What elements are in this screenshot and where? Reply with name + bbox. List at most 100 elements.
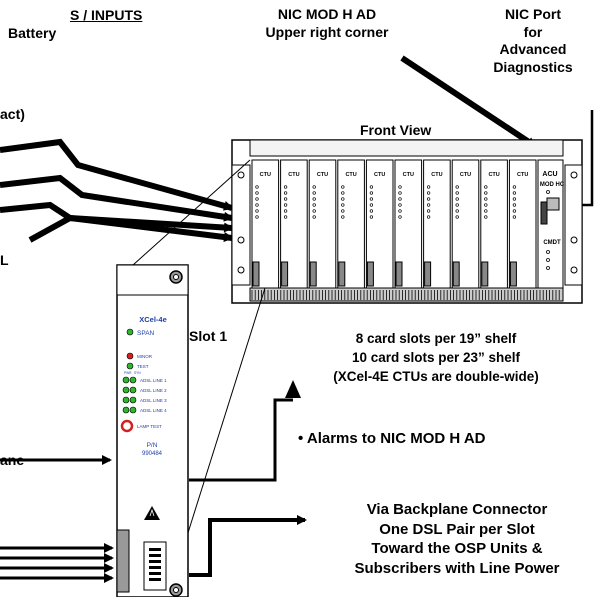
alarms-label: • Alarms to NIC MOD H AD [298, 430, 486, 447]
shelf-card-led [398, 191, 402, 195]
shelf-card-led [369, 185, 374, 189]
shelf-card-led [426, 215, 431, 219]
sync-label: SYN [134, 371, 141, 375]
shelf-card-led [255, 185, 259, 189]
shelf-card-handle [338, 261, 346, 287]
shelf-card-led [484, 209, 488, 213]
adsl-led [129, 386, 137, 394]
shelf-card-led [369, 215, 374, 219]
card-jack-pin [149, 566, 161, 569]
cmdt-label: CMDT [543, 240, 561, 246]
shelf-card-led [455, 197, 459, 201]
nic-port-line3: Advanced [499, 41, 567, 57]
notes-line3: (XCel-4E CTUs are double-wide) [333, 368, 539, 384]
shelf-card-led [341, 191, 345, 195]
adsl-line-label: ADSL LINE 3 [140, 398, 167, 403]
shelf-card-led [484, 203, 488, 207]
shelf-card-led [341, 185, 345, 189]
shelf-card-handle [252, 261, 260, 287]
shelf-card-label: CTU [403, 172, 414, 178]
shelf-card-handle [366, 261, 374, 287]
slot-caption: Slot 1 [189, 328, 228, 344]
pn-value: 990484 [142, 451, 163, 457]
shelf-card-led [398, 209, 402, 213]
shelf-card-led [312, 191, 316, 195]
nic-port-line1: NIC Port [505, 6, 561, 22]
shelf-card-led [398, 215, 402, 219]
card-connector-pins [149, 548, 161, 581]
shelf-card-label: CTU [345, 172, 356, 178]
shelf-card-led [312, 197, 316, 201]
zoom-line-top [132, 159, 251, 266]
shelf-card-led [312, 185, 316, 189]
shelf-card-led [283, 209, 288, 213]
shelf-card-label: CTU [260, 172, 271, 178]
shelf-card-led [255, 191, 259, 195]
shelf-card-led [484, 215, 488, 219]
pwr-label: PWR [124, 371, 132, 375]
card-jack-pin [149, 572, 161, 575]
shelf-card-led [512, 215, 517, 219]
battery-label: Battery [8, 25, 57, 41]
shelf-card-led [255, 203, 259, 207]
shelf-card-label: CTU [288, 172, 299, 178]
shelf-notes: 8 card slots per 19” shelf 10 card slots… [284, 330, 588, 387]
shelf-card-led [455, 185, 459, 189]
shelf-card-label: CTU [374, 172, 385, 178]
shelf-card-led [312, 215, 316, 219]
shelf-card-handle [281, 261, 289, 287]
adsl-line-label: ADSL LINE 2 [140, 388, 167, 393]
pn-label: P/N [147, 442, 158, 449]
input-arrow-1 [0, 138, 234, 211]
adsl-line-label: ADSL LINE 1 [140, 378, 167, 383]
notes-line2: 10 card slots per 23” shelf [351, 349, 521, 365]
backplane-line3: Toward the OSP Units & [371, 540, 543, 557]
adsl-line-label: ADSL LINE 4 [140, 408, 167, 413]
lamp-test-label: LAMP TEST [137, 424, 162, 429]
shelf-card-led [312, 203, 316, 207]
shelf-card-label: CTU [488, 172, 499, 178]
adsl-led [122, 386, 130, 394]
input-arrow-3 [0, 201, 234, 233]
warning-esd-icon [144, 506, 160, 520]
shelf-card-led [484, 191, 488, 195]
backplane-line1: Via Backplane Connector [366, 501, 548, 518]
xcel-card: XCel-4e SPAN MINOR TEST PWR SYN ADSL LIN… [116, 264, 189, 597]
shelf-card-led [512, 209, 517, 213]
right-ear [564, 164, 583, 286]
card-jack-pin [149, 560, 161, 563]
shelf-card-led [426, 203, 431, 207]
shelf-card-label: CTU [460, 172, 471, 178]
nic-port-line2: for [523, 23, 543, 40]
nic-mod-label: NIC MOD H AD Upper right corner [232, 6, 422, 41]
shelf-card-led [369, 191, 374, 195]
shelf-top-strip [249, 139, 564, 157]
shelf-card-led [512, 197, 517, 201]
lamp-test-button [120, 419, 134, 433]
shelf-card-led [426, 197, 431, 201]
front-view-title: Front View [360, 122, 432, 138]
shelf-card-label: CTU [431, 172, 442, 178]
shelf-card-led [369, 209, 374, 213]
shelf-card-led [283, 215, 288, 219]
dsl-pair-arrows [0, 543, 114, 583]
nic-port-label: NIC Port for Advanced Diagnostics [470, 6, 596, 76]
card-jack-pin [149, 554, 161, 557]
shelf-card-led [484, 185, 488, 189]
shelf-card-led [255, 209, 259, 213]
shelf-card-led [369, 197, 374, 201]
adsl-led [129, 406, 137, 414]
test-label: TEST [137, 364, 149, 369]
shelf-card-led [426, 185, 431, 189]
connector-pins [251, 290, 560, 300]
shelf-card-led [398, 197, 402, 201]
span-label: SPAN [137, 330, 155, 337]
minor-label: MINOR [137, 354, 153, 359]
acu-card: ACU MOD HC CMDT [537, 159, 565, 289]
shelf-card-led [484, 197, 488, 201]
test-led [126, 362, 134, 370]
shelf-card-label: CTU [517, 172, 528, 178]
backplane-line2: One DSL Pair per Slot [379, 520, 535, 538]
